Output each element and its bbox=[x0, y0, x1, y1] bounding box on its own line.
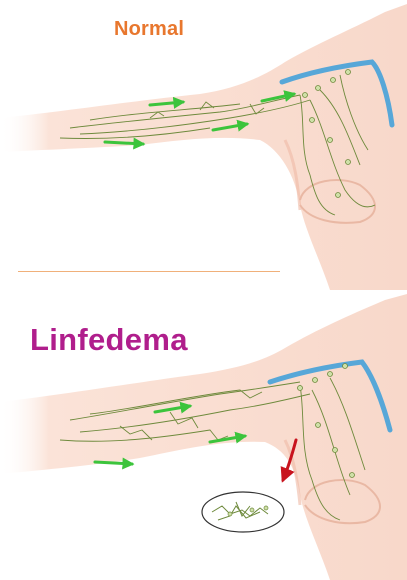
swollen-arm-skin bbox=[0, 294, 407, 580]
arm-skin bbox=[0, 4, 407, 290]
normal-arm-illustration bbox=[0, 0, 407, 290]
lymphedema-arm-illustration bbox=[0, 290, 407, 580]
flow-arrow bbox=[105, 142, 143, 144]
inset-oval bbox=[202, 492, 284, 532]
magnified-vessels-inset bbox=[202, 492, 284, 532]
flow-arrow bbox=[95, 462, 132, 464]
